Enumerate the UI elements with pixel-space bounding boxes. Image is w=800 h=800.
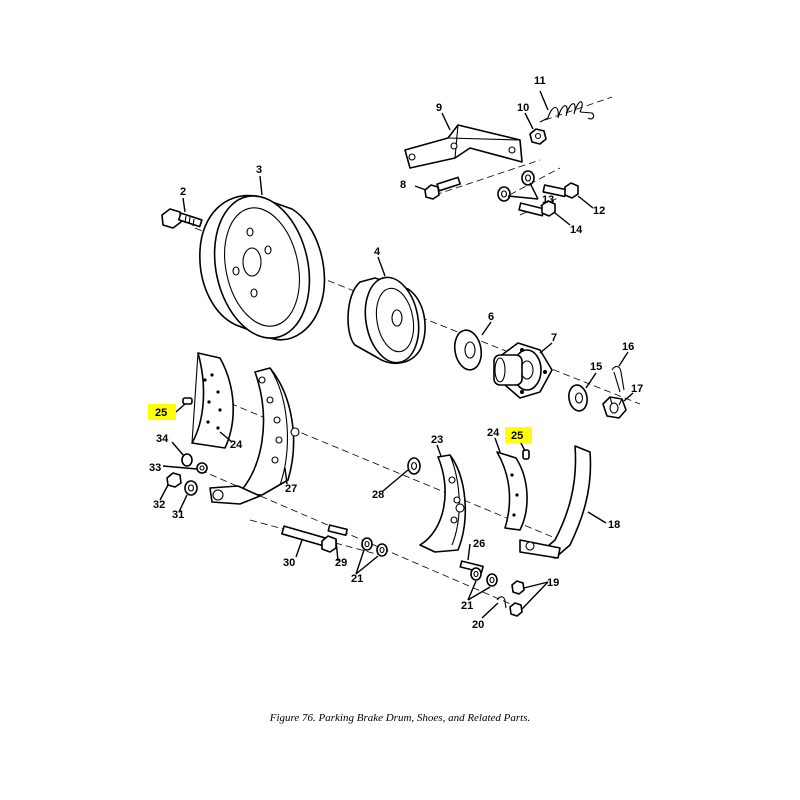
part-28-spacer	[407, 457, 421, 475]
part-25-rivet-right	[522, 449, 530, 460]
part-31-washer	[184, 480, 198, 496]
callout-28: 28	[372, 489, 384, 501]
callout-17: 17	[631, 383, 643, 395]
callout-21-left: 21	[351, 573, 363, 585]
part-19-nuts	[509, 580, 525, 617]
part-25-rivet-left	[182, 397, 193, 405]
callout-18: 18	[608, 519, 620, 531]
part-3-brake-drum	[199, 194, 326, 341]
callout-10: 10	[517, 102, 529, 114]
callout-32: 32	[153, 499, 165, 511]
callout-30: 30	[283, 557, 295, 569]
callout-15: 15	[590, 361, 602, 373]
callout-27: 27	[285, 483, 297, 495]
leader-lines	[159, 90, 634, 619]
part-11-spring	[539, 101, 595, 123]
callout-19: 19	[547, 577, 559, 589]
highlight-25-right	[505, 427, 532, 443]
callout-25-left: 25	[155, 407, 167, 419]
callout-14: 14	[570, 224, 583, 236]
part-30-bolt	[281, 525, 337, 553]
part-6-washer	[453, 329, 483, 371]
callout-7: 7	[551, 332, 557, 344]
part-7-flange	[493, 342, 553, 399]
part-16-cotter-pin	[611, 365, 625, 393]
part-24-lining-left	[191, 352, 234, 449]
part-27-shoe-left	[209, 367, 300, 505]
part-21-washers-left	[361, 537, 388, 557]
callout-3: 3	[256, 164, 262, 176]
part-21-washers-right	[470, 567, 498, 587]
callout-24-left: 24	[230, 439, 243, 451]
callout-25-right: 25	[511, 430, 523, 442]
part-9-bracket	[404, 124, 523, 169]
figure-caption: Figure 76. Parking Brake Drum, Shoes, an…	[269, 712, 531, 724]
part-14-bolt	[518, 200, 556, 217]
part-33-washer	[196, 462, 208, 474]
part-12-bolt	[542, 182, 579, 199]
part-24-lining-right	[496, 451, 528, 531]
callout-13: 13	[542, 194, 554, 206]
callout-8: 8	[400, 179, 406, 191]
part-8-bolt	[424, 176, 461, 200]
callout-23: 23	[431, 434, 443, 446]
part-23-shoe-right	[419, 454, 466, 553]
callout-26: 26	[473, 538, 485, 550]
callout-31: 31	[172, 509, 184, 521]
part-10-nut	[529, 128, 547, 145]
callout-2: 2	[180, 186, 186, 198]
part-13-washers	[497, 170, 535, 202]
part-15-washer	[568, 384, 588, 412]
callout-labels: 2 3 4 6 7 8 9 10 11 12 13 14 15 16 17 18…	[149, 75, 643, 631]
callout-11: 11	[534, 75, 546, 87]
highlight-25-left	[148, 404, 176, 420]
callout-4: 4	[374, 246, 381, 258]
part-4-drum-hub	[347, 276, 426, 365]
part-20-cotter	[496, 596, 507, 609]
part-34-pin	[181, 453, 193, 467]
callout-24-right: 24	[487, 427, 500, 439]
part-17-castle-nut	[602, 396, 627, 419]
callout-34: 34	[156, 433, 169, 445]
callout-16: 16	[622, 341, 634, 353]
callout-21-right: 21	[461, 600, 473, 612]
part-2-bolt	[161, 208, 203, 229]
callout-29: 29	[335, 557, 347, 569]
part-18-lever	[519, 445, 592, 559]
callout-12: 12	[593, 205, 605, 217]
callout-20: 20	[472, 619, 484, 631]
part-29-pin	[327, 524, 348, 537]
callout-33: 33	[149, 462, 161, 474]
part-32-nut	[166, 472, 182, 488]
callout-6: 6	[488, 311, 494, 323]
callout-9: 9	[436, 102, 442, 114]
